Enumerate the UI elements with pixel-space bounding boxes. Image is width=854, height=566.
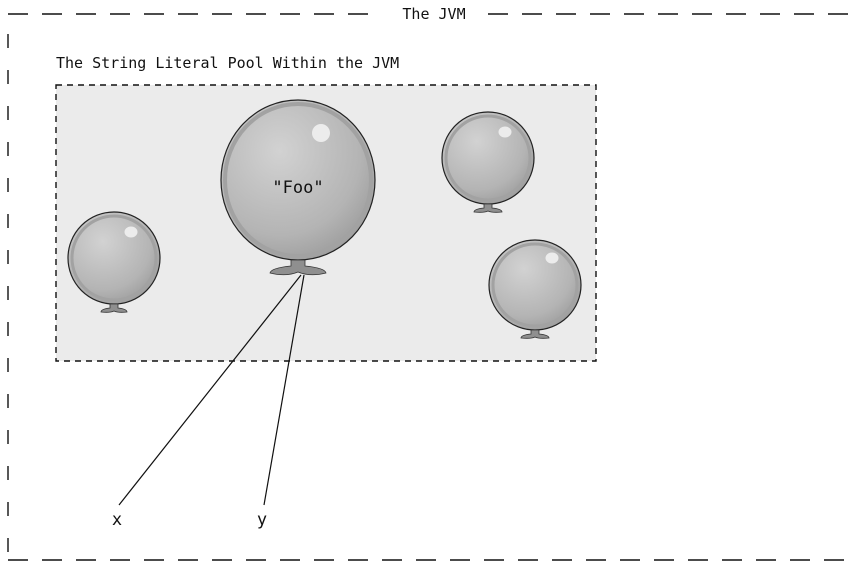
balloon-left <box>67 211 161 313</box>
pool-title: The String Literal Pool Within the JVM <box>56 54 399 72</box>
reference-y-label: y <box>257 510 267 530</box>
reference-line-y <box>263 274 305 506</box>
balloon-top-right <box>441 111 535 213</box>
foo-string-label: "Foo" <box>272 178 323 198</box>
reference-line-x <box>118 274 302 506</box>
reference-x-label: x <box>112 510 122 530</box>
jvm-boundary <box>7 13 854 561</box>
balloon-foo: "Foo" <box>220 99 376 276</box>
balloon-bottom-right <box>488 239 582 339</box>
jvm-title: The JVM <box>402 5 465 23</box>
